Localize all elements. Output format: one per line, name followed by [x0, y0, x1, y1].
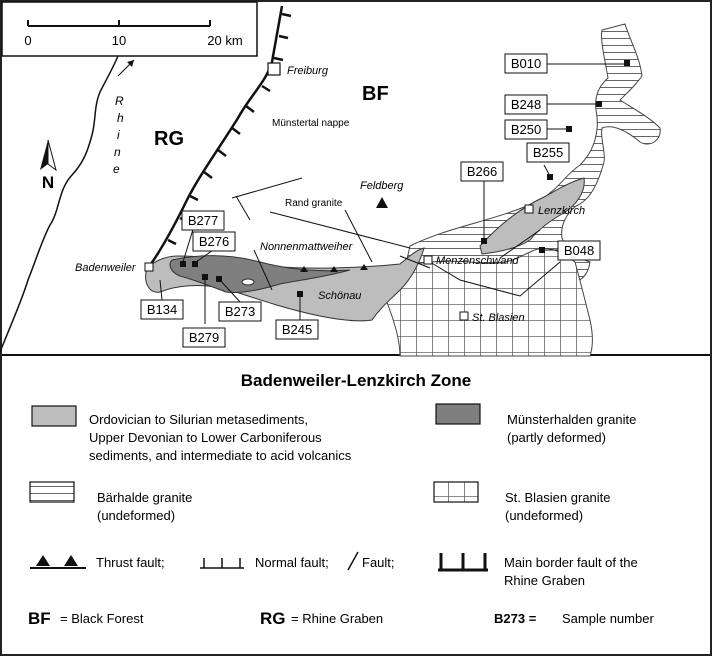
svg-text:e: e [113, 162, 120, 176]
legend-sample-text: Sample number [562, 611, 654, 626]
svg-text:B250: B250 [511, 122, 541, 137]
svg-text:R: R [115, 94, 124, 108]
svg-text:(undeformed): (undeformed) [505, 508, 583, 523]
label-nonnenmattweiher: Nonnenmattweiher [260, 241, 354, 253]
label-st-blasien: St. Blasien [472, 312, 525, 324]
svg-text:sediments, and intermediate to: sediments, and intermediate to acid volc… [89, 448, 352, 463]
sample-b010: B010 [504, 53, 548, 74]
svg-text:B010: B010 [511, 56, 541, 71]
thrust-fault-teeth [300, 264, 368, 272]
scale-tick-10: 10 [112, 33, 126, 48]
legend-normal-fault-icon [200, 558, 244, 569]
label-badenweiler: Badenweiler [75, 262, 137, 274]
label-lenzkirch: Lenzkirch [538, 205, 585, 217]
svg-text:B277: B277 [188, 213, 218, 228]
svg-text:B273: B273 [225, 304, 255, 319]
label-muenstertal-nappe: Münstertal nappe [272, 118, 350, 129]
svg-text:(partly deformed): (partly deformed) [507, 430, 606, 445]
sample-b250: B250 [504, 119, 548, 140]
lenzkirch-marker [524, 204, 534, 214]
sample-b255: B255 [526, 142, 570, 163]
sample-b266: B266 [460, 161, 504, 182]
region-rg: RG [154, 128, 184, 150]
legend-muensterhalden: Münsterhalden granite (partly deformed) [435, 403, 636, 445]
north-arrow-icon [40, 139, 57, 172]
svg-text:B245: B245 [282, 322, 312, 337]
svg-text:St. Blasien granite: St. Blasien granite [505, 490, 611, 505]
rand-granite-leader [344, 209, 373, 263]
rhine-graben-border-fault [146, 5, 284, 269]
sample-b279: B279 [182, 327, 226, 348]
legend-thrust-fault: Thrust fault; [96, 555, 165, 570]
st-blasien-granite [385, 247, 593, 357]
legend-rg-abbr: RG [260, 609, 286, 628]
legend-title: Badenweiler-Lenzkirch Zone [241, 371, 472, 390]
rhine-river [0, 55, 119, 353]
legend-bf-abbr: BF [28, 609, 51, 628]
legend-ordovician: Ordovician to Silurian metasediments, Up… [31, 405, 352, 463]
label-feldberg: Feldberg [360, 180, 404, 192]
svg-text:Ordovician to Silurian metased: Ordovician to Silurian metasediments, [89, 412, 308, 427]
legend-sample-abbr: B273 = [494, 611, 537, 626]
svg-text:B048: B048 [564, 243, 594, 258]
label-rand-granite: Rand granite [285, 198, 343, 209]
svg-text:B134: B134 [147, 302, 177, 317]
svg-text:Upper Devonian to Lower Carbon: Upper Devonian to Lower Carboniferous [89, 430, 322, 445]
menzenschwand-marker [423, 255, 433, 265]
svg-text:Münsterhalden granite: Münsterhalden granite [507, 412, 636, 427]
faults [235, 195, 561, 297]
badenweiler-marker [144, 262, 154, 272]
sample-b134: B134 [140, 299, 184, 320]
legend-normal-fault: Normal fault; [255, 555, 329, 570]
sample-b277: B277 [181, 210, 225, 231]
svg-text:B266: B266 [467, 164, 497, 179]
svg-text:Bärhalde granite: Bärhalde granite [97, 490, 192, 505]
sample-b245: B245 [275, 319, 319, 340]
border-fault-ticks [167, 12, 292, 246]
svg-text:B279: B279 [189, 330, 219, 345]
rhine-flow-arrow [117, 59, 135, 77]
label-freiburg: Freiburg [287, 65, 329, 77]
sample-b273: B273 [218, 301, 262, 322]
legend-st-blasien: St. Blasien granite (undeformed) [433, 481, 611, 523]
label-schoenau: Schönau [318, 290, 361, 302]
nonnenmattweiher-lake [241, 278, 255, 286]
legend-bf-text: = Black Forest [60, 611, 144, 626]
legend-baerhalde: Bärhalde granite (undeformed) [29, 481, 192, 523]
legend-fault-icon [347, 551, 359, 571]
svg-text:h: h [117, 111, 124, 125]
scale-tick-20: 20 km [207, 33, 242, 48]
legend-border-fault-1: Main border fault of the [504, 555, 638, 570]
st-blasien-marker [459, 311, 469, 321]
svg-text:B276: B276 [199, 234, 229, 249]
legend-border-fault-2: Rhine Graben [504, 573, 585, 588]
rhine-label: R h i n e [113, 94, 124, 176]
legend-fault: Fault; [362, 555, 395, 570]
region-bf: BF [362, 83, 389, 105]
north-label: N [42, 173, 54, 192]
legend-thrust-fault-icon [30, 555, 86, 569]
legend-border-fault-icon [438, 553, 488, 572]
muenstertal-nappe-leader [231, 177, 303, 199]
freiburg-marker [267, 62, 281, 76]
sample-b276: B276 [192, 231, 236, 252]
svg-text:n: n [114, 145, 121, 159]
feldberg-peak-icon [376, 197, 388, 208]
svg-text:B248: B248 [511, 97, 541, 112]
sample-b048: B048 [557, 240, 601, 261]
label-menzenschwand: Menzenschwand [436, 255, 519, 267]
scale-tick-0: 0 [24, 33, 31, 48]
svg-text:(undeformed): (undeformed) [97, 508, 175, 523]
scale-bar: 0 10 20 km [1, 1, 258, 57]
svg-text:B255: B255 [533, 145, 563, 160]
svg-text:i: i [117, 128, 120, 142]
legend-rg-text: = Rhine Graben [291, 611, 383, 626]
muensterhalden-granite [169, 255, 351, 293]
sample-b248: B248 [504, 94, 548, 115]
